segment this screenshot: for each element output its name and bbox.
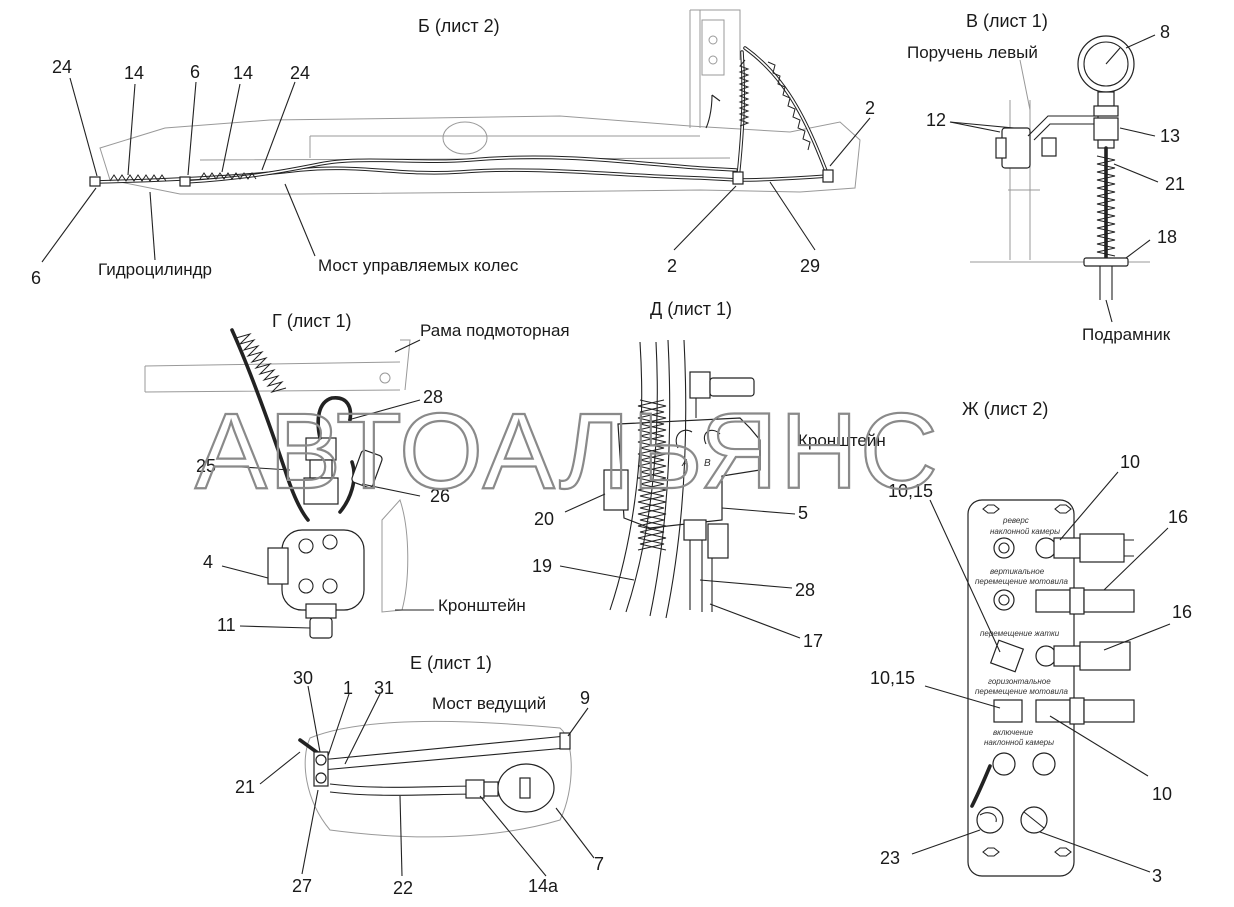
label-steer-axle: Мост управляемых колес: [318, 256, 519, 275]
watermark: АВТОАЛЬЯНС: [195, 390, 940, 511]
callout-zh-16a: 16: [1168, 507, 1188, 527]
callout-g-25: 25: [196, 456, 216, 476]
view-v: В (лист 1) Поручень левый 8 1: [907, 11, 1185, 344]
callout-v-12: 12: [926, 110, 946, 130]
callout-b-2b: 2: [667, 256, 677, 276]
panel-line2b: перемещение мотовила: [975, 577, 1068, 586]
panel-line1b: наклонной камеры: [990, 527, 1060, 536]
callout-e-27: 27: [292, 876, 312, 896]
panel-line5a: включение: [993, 728, 1034, 737]
label-engine-frame: Рама подмоторная: [420, 321, 570, 340]
callout-g-26: 26: [430, 486, 450, 506]
port-a-label: A: [681, 458, 689, 469]
callout-v-8: 8: [1160, 22, 1170, 42]
callout-zh-3: 3: [1152, 866, 1162, 886]
panel-line5b: наклонной камеры: [984, 738, 1054, 747]
callout-e-9: 9: [580, 688, 590, 708]
callout-b-6b: 6: [31, 268, 41, 288]
valve-bracket: [617, 417, 761, 529]
callout-v-21: 21: [1165, 174, 1185, 194]
label-handrail-left: Поручень левый: [907, 43, 1038, 62]
callout-v-13: 13: [1160, 126, 1180, 146]
callout-b-29: 29: [800, 256, 820, 276]
callout-g-28: 28: [423, 387, 443, 407]
view-d: Д (лист 1) A B 20 5 19 28 17 Кронштейн: [532, 299, 886, 651]
callout-e-7: 7: [594, 854, 604, 874]
callout-zh-10a: 10: [1120, 452, 1140, 472]
callout-b-24b: 24: [290, 63, 310, 83]
view-g-title: Г (лист 1): [272, 311, 352, 331]
panel-line3: перемещение жатки: [980, 629, 1060, 638]
view-d-leaders: [559, 493, 801, 639]
callout-b-24a: 24: [52, 57, 72, 77]
callout-d-20: 20: [534, 509, 554, 529]
callout-zh-16b: 16: [1172, 602, 1192, 622]
view-b-leaders: [41, 77, 871, 263]
spiral-guards: [109, 172, 257, 182]
callout-zh-10-15b: 10,15: [870, 668, 915, 688]
callout-v-18: 18: [1157, 227, 1177, 247]
panel-line4a: горизонтальное: [988, 677, 1051, 686]
callout-e-22: 22: [393, 878, 413, 898]
view-b: Б (лист 2): [31, 9, 875, 288]
callout-g-11: 11: [217, 615, 236, 635]
view-zh-leaders: [911, 471, 1171, 873]
panel-line1a: реверс: [1002, 516, 1029, 525]
panel-line4b: перемещение мотовила: [975, 687, 1068, 696]
callout-e-1: 1: [343, 678, 353, 698]
port-b-label: B: [704, 458, 711, 469]
label-drive-axle: Мост ведущий: [432, 694, 546, 713]
callout-e-14a: 14а: [528, 876, 559, 896]
label-subframe: Подрамник: [1082, 325, 1171, 344]
callout-zh-10b: 10: [1152, 784, 1172, 804]
pressure-gauge: [1077, 35, 1135, 93]
hose-riser-2: [743, 46, 830, 178]
callout-d-28: 28: [795, 580, 815, 600]
view-zh-title: Ж (лист 2): [962, 399, 1048, 419]
view-e-title: Е (лист 1): [410, 653, 492, 673]
callout-b-14a: 14: [124, 63, 144, 83]
label-bracket-d: Кронштейн: [798, 431, 886, 450]
panel-line2a: вертикальное: [990, 567, 1045, 576]
view-e: Е (лист 1) Мост ведущий 30 1 31 9 21: [235, 653, 604, 898]
callout-b-6a: 6: [190, 62, 200, 82]
view-d-title: Д (лист 1): [650, 299, 732, 319]
callout-e-30: 30: [293, 668, 313, 688]
callout-e-31: 31: [374, 678, 394, 698]
view-e-leaders: [259, 685, 595, 877]
label-hydrocylinder: Гидроцилиндр: [98, 260, 212, 279]
callout-zh-10-15a: 10,15: [888, 481, 933, 501]
callout-d-19: 19: [532, 556, 552, 576]
callout-b-14b: 14: [233, 63, 253, 83]
view-g-leaders: [221, 399, 434, 629]
callout-e-21: 21: [235, 777, 255, 797]
view-v-title: В (лист 1): [966, 11, 1048, 31]
view-v-leaders: [949, 34, 1159, 323]
callout-g-4: 4: [203, 552, 213, 572]
view-b-title: Б (лист 2): [418, 16, 500, 36]
view-g: Г (лист 1) Рама подмоторная 28: [144, 311, 570, 639]
callout-d-17: 17: [803, 631, 823, 651]
callout-d-5: 5: [798, 503, 808, 523]
callout-zh-23: 23: [880, 848, 900, 868]
steer-axle-beam: [99, 115, 861, 195]
callout-b-2a: 2: [865, 98, 875, 118]
view-zh: Ж (лист 2) реверс наклонной камеры верти…: [870, 399, 1192, 886]
label-bracket-g: Кронштейн: [438, 596, 526, 615]
